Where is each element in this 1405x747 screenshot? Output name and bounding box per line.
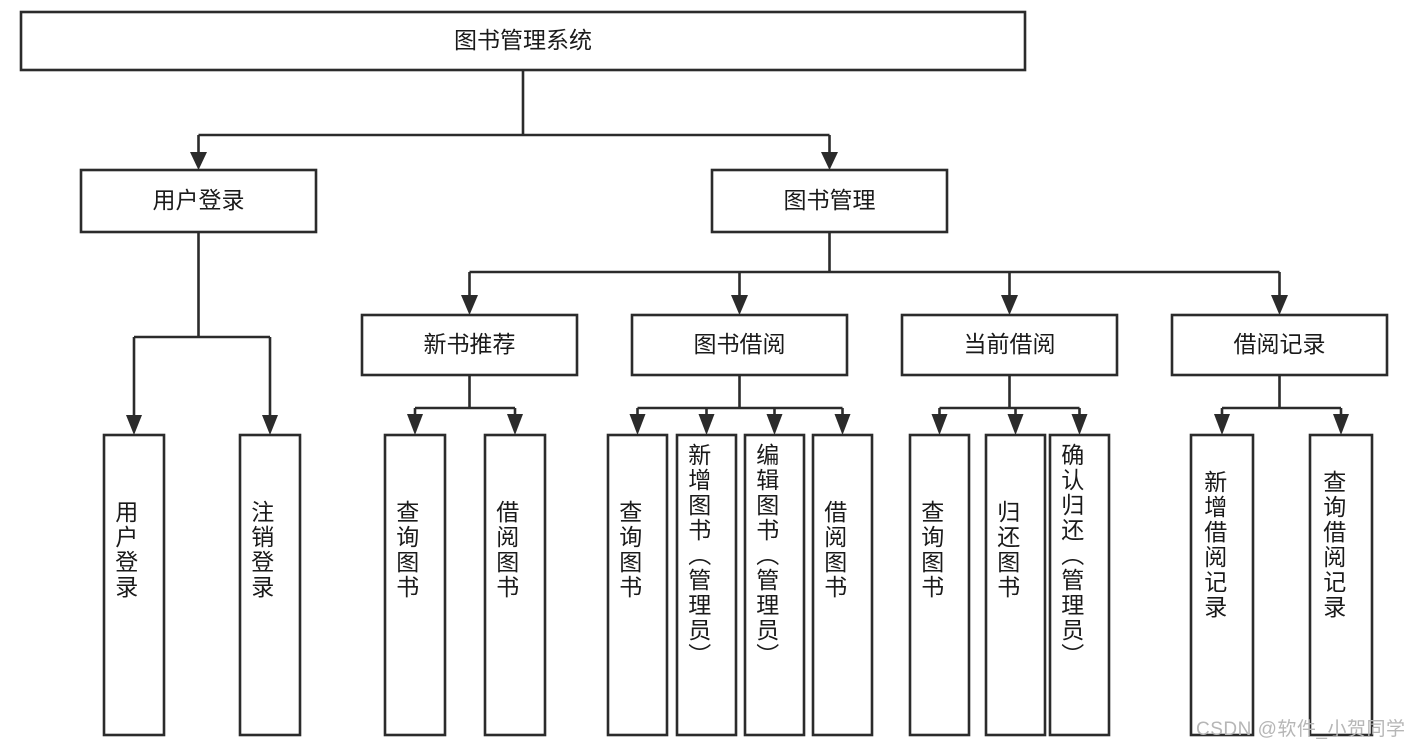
arrow-head-borrowrecord-add [1214, 414, 1230, 435]
arrow-head-bookborrow-query [629, 414, 646, 435]
node-root-label: 图书管理系统 [454, 27, 592, 53]
node-current-borrow[interactable]: 当前借阅 [900, 313, 1119, 377]
node-user-login[interactable]: 用户登录 [79, 168, 318, 234]
leaf-box-return-book[interactable] [984, 433, 1047, 737]
connector-group-book-mgmt [461, 232, 1288, 315]
arrow-head-user-login [190, 152, 207, 170]
arrow-head-newbook-query [407, 414, 423, 435]
arrow-head-current [1001, 295, 1018, 315]
arrow-head-book-mgmt [821, 152, 838, 170]
arrow-head-currentborrow-query [931, 414, 948, 435]
leaf-box-logout[interactable] [238, 433, 302, 737]
leaf-box-query-record[interactable] [1308, 433, 1374, 737]
arrow-head-bookborrow-add [698, 414, 715, 435]
node-root[interactable]: 图书管理系统 [19, 10, 1027, 72]
node-borrow-record[interactable]: 借阅记录 [1170, 313, 1389, 377]
node-new-book-recommend-label: 新书推荐 [424, 331, 516, 357]
csdn-watermark: CSDN @软件_小贺同学 [1196, 719, 1405, 740]
arrow-head-bookborrow-borrow [834, 414, 851, 435]
connector-group-root [190, 70, 838, 170]
node-new-book-recommend-box[interactable] [360, 313, 579, 377]
node-book-management[interactable]: 图书管理 [710, 168, 949, 234]
node-current-borrow-label: 当前借阅 [964, 331, 1056, 357]
node-borrow-record-label: 借阅记录 [1234, 331, 1326, 357]
node-root-box[interactable] [19, 10, 1027, 72]
node-book-borrow[interactable]: 图书借阅 [630, 313, 849, 377]
node-new-book-recommend[interactable]: 新书推荐 [360, 313, 579, 377]
arrow-head-bookborrow-edit [766, 414, 783, 435]
arrow-head-record [1271, 295, 1288, 315]
arrow-head-leaf-user-login [126, 415, 142, 435]
node-book-management-box[interactable] [710, 168, 949, 234]
node-user-login-box[interactable] [79, 168, 318, 234]
arrow-head-new-book [461, 295, 478, 315]
node-current-borrow-box[interactable] [900, 313, 1119, 377]
node-book-borrow-box[interactable] [630, 313, 849, 377]
leaf-boxes [102, 433, 1374, 737]
leaf-box-add-book[interactable] [675, 433, 738, 737]
leaf-box-user-login[interactable] [102, 433, 166, 737]
arrow-head-borrowrecord-query [1333, 414, 1349, 435]
leaf-box-query-book-rec[interactable] [383, 433, 447, 737]
leaf-box-query-book-borrow[interactable] [606, 433, 669, 737]
arrow-head-borrow [731, 295, 748, 315]
connector-group-user-login [126, 232, 278, 435]
node-user-login-label: 用户登录 [153, 187, 245, 213]
node-book-borrow-label: 图书借阅 [694, 331, 786, 357]
arrow-head-currentborrow-confirm [1071, 414, 1088, 435]
connector-group-borrow-record [1214, 375, 1349, 435]
connector-group-new-book [407, 375, 523, 435]
node-borrow-record-box[interactable] [1170, 313, 1389, 377]
leaf-box-borrow-book[interactable] [811, 433, 874, 737]
arrow-head-leaf-logout [262, 415, 278, 435]
arrow-head-newbook-borrow [507, 414, 523, 435]
leaf-box-borrow-book-rec[interactable] [483, 433, 547, 737]
leaf-box-add-record[interactable] [1189, 433, 1255, 737]
leaf-box-query-book-current[interactable] [908, 433, 971, 737]
arrow-head-currentborrow-return [1007, 414, 1024, 435]
leaf-box-edit-book[interactable] [743, 433, 806, 737]
node-book-management-label: 图书管理 [784, 187, 876, 213]
leaf-box-confirm-return[interactable] [1048, 433, 1111, 737]
connector-group-book-borrow [629, 375, 851, 435]
connector-group-current-borrow [931, 375, 1088, 435]
